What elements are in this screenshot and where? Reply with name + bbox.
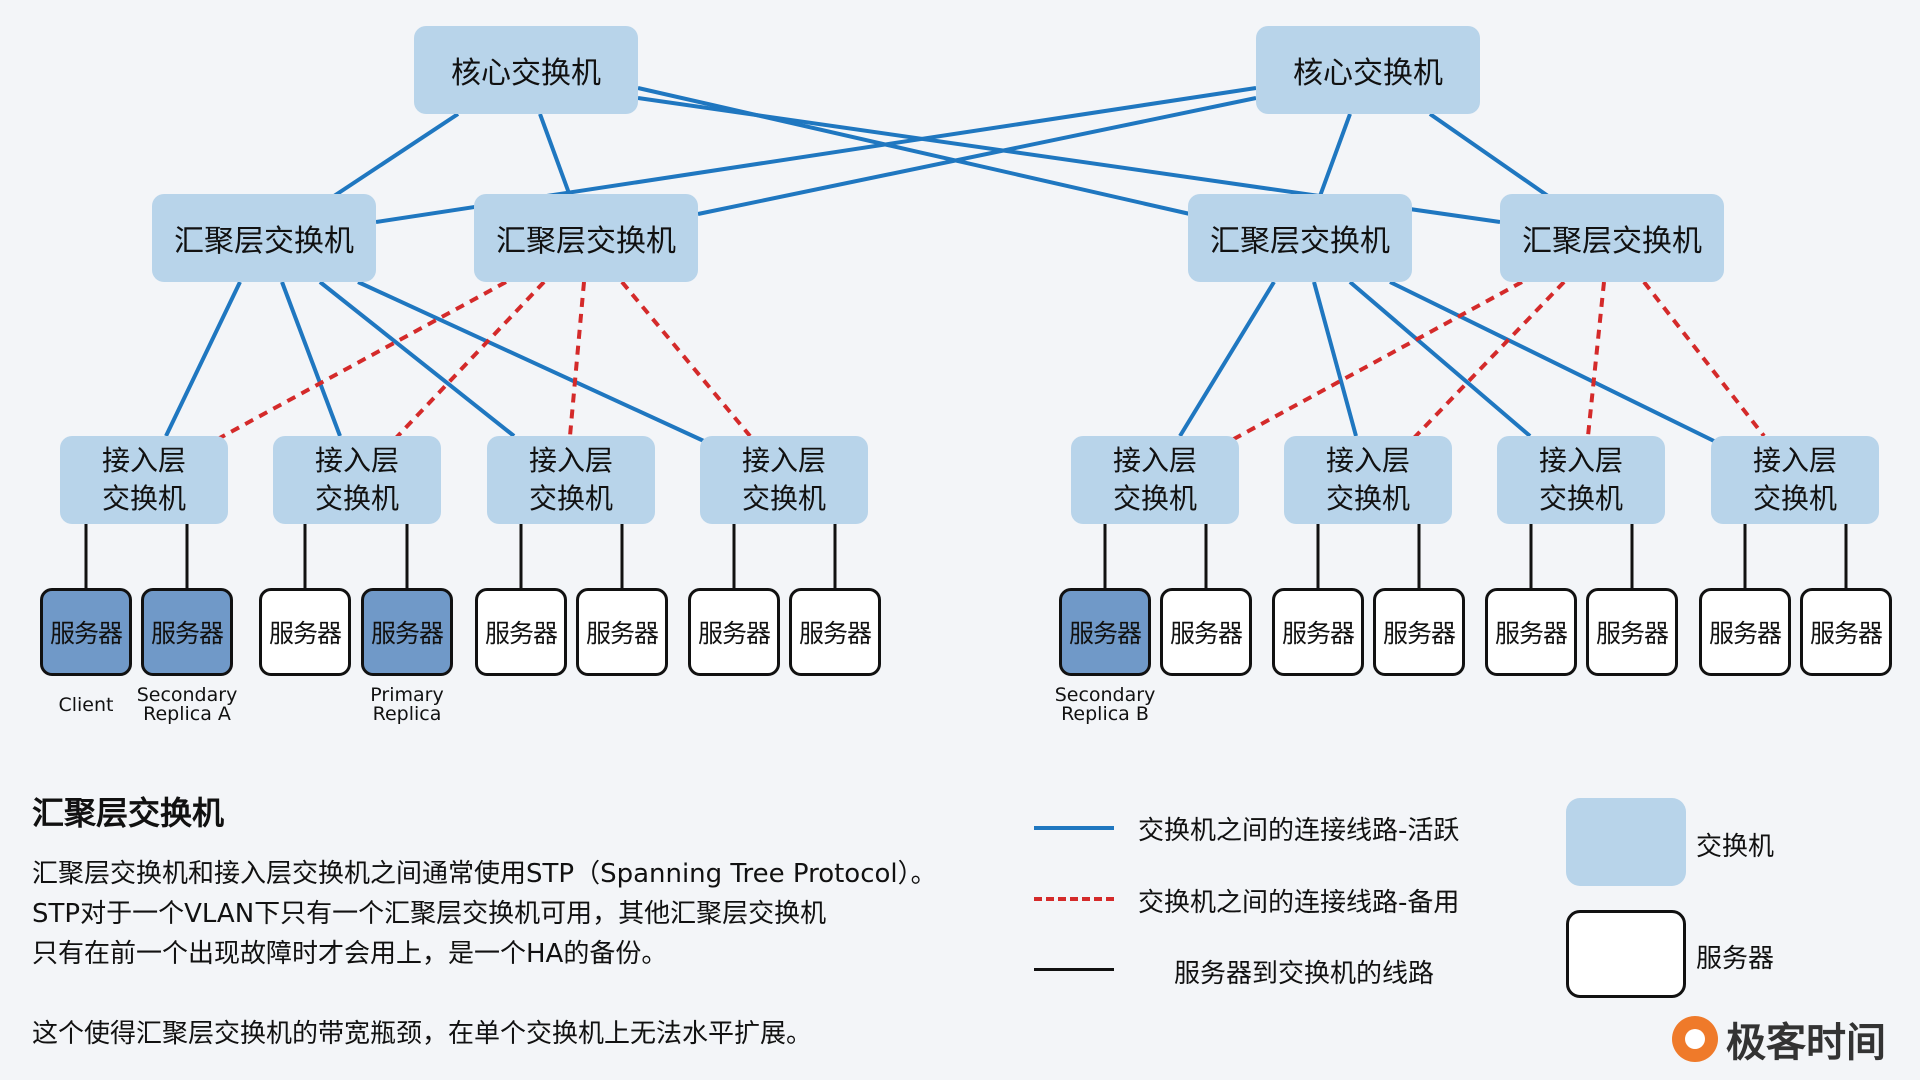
access-switch-2: 接入层交换机 (273, 436, 441, 524)
link-agg1-acc4 (357, 280, 707, 444)
server-7: 服务器 (688, 588, 780, 676)
server-16: 服务器 (1800, 588, 1892, 676)
link-agg3-acc5 (1178, 280, 1276, 438)
standby-agg2-acc1 (215, 280, 507, 442)
label-client: Client (58, 694, 114, 716)
server-13: 服务器 (1485, 588, 1577, 676)
server-3: 服务器 (259, 588, 351, 676)
server-10: 服务器 (1160, 588, 1252, 676)
link-core2-agg3 (1318, 113, 1352, 197)
legend-active-line (1034, 826, 1114, 830)
logo-mark-icon (1672, 1016, 1718, 1062)
legend-standby-text: 交换机之间的连接线路-备用 (1138, 888, 1460, 918)
legend-switch-text: 交换机 (1696, 832, 1775, 862)
access-switch-7: 接入层交换机 (1497, 436, 1665, 524)
server-client: 服务器 (40, 588, 132, 676)
standby-agg4-acc7 (1586, 281, 1606, 437)
standby-agg2-acc4 (620, 280, 752, 438)
link-agg3-acc6 (1312, 281, 1358, 437)
agg-access-standby-links (215, 280, 1766, 442)
server-6: 服务器 (576, 588, 668, 676)
description-line-4: 这个使得汇聚层交换机的带宽瓶颈，在单个交换机上无法水平扩展。 (32, 1019, 813, 1049)
legend-server-box (1566, 910, 1686, 998)
server-5: 服务器 (475, 588, 567, 676)
description-line-3: 只有在前一个出现故障时才会用上，是一个HA的备份。 (32, 939, 668, 969)
server-12: 服务器 (1373, 588, 1465, 676)
link-agg3-acc8 (1389, 280, 1717, 444)
standby-agg4-acc8 (1642, 280, 1766, 438)
access-switch-8: 接入层交换机 (1711, 436, 1879, 524)
description-block: 汇聚层交换机 汇聚层交换机和接入层交换机之间通常使用STP（Spanning T… (32, 788, 1022, 1054)
access-switch-4: 接入层交换机 (700, 436, 868, 524)
legend-switch-box (1566, 798, 1686, 886)
legend-standby-line (1034, 897, 1114, 901)
core-switch-1: 核心交换机 (414, 26, 638, 114)
server-15: 服务器 (1699, 588, 1791, 676)
logo-text: 极客时间 (1726, 1020, 1886, 1066)
legend-server-text: 服务器 (1696, 944, 1775, 974)
access-switch-1: 接入层交换机 (60, 436, 228, 524)
server-11: 服务器 (1272, 588, 1364, 676)
server-secondary-b: 服务器 (1059, 588, 1151, 676)
link-core1-agg1 (332, 112, 460, 198)
link-agg1-acc2 (280, 281, 342, 437)
access-switch-5: 接入层交换机 (1071, 436, 1239, 524)
server-8: 服务器 (789, 588, 881, 676)
link-agg1-acc1 (164, 281, 242, 437)
agg-switch-4: 汇聚层交换机 (1500, 194, 1724, 282)
link-core1-agg2 (538, 113, 572, 197)
link-agg3-acc7 (1348, 280, 1532, 438)
access-switch-3: 接入层交换机 (487, 436, 655, 524)
link-core2-agg2 (697, 96, 1257, 216)
core-switch-2: 核心交换机 (1256, 26, 1480, 114)
standby-agg4-acc6 (1410, 280, 1566, 442)
agg-switch-2: 汇聚层交换机 (474, 194, 698, 282)
legend-server-link-text: 服务器到交换机的线路 (1174, 959, 1435, 989)
server-14: 服务器 (1586, 588, 1678, 676)
server-primary: 服务器 (361, 588, 453, 676)
link-core2-agg4 (1428, 112, 1550, 198)
link-agg1-acc3 (318, 280, 516, 438)
access-switch-6: 接入层交换机 (1284, 436, 1452, 524)
agg-access-active-links (164, 280, 1717, 444)
standby-agg4-acc5 (1231, 280, 1523, 442)
agg-switch-1: 汇聚层交换机 (152, 194, 376, 282)
geektime-logo: 极客时间 (1672, 1010, 1886, 1068)
description-line-2: STP对于一个VLAN下只有一个汇聚层交换机可用，其他汇聚层交换机 (32, 899, 827, 929)
link-core1-agg3 (637, 86, 1191, 216)
agg-switch-3: 汇聚层交换机 (1188, 194, 1412, 282)
standby-agg2-acc2 (392, 280, 546, 442)
server-links (84, 524, 1848, 588)
description-line-1: 汇聚层交换机和接入层交换机之间通常使用STP（Spanning Tree Pro… (32, 859, 937, 889)
legend-server-line (1034, 968, 1114, 971)
legend-active-text: 交换机之间的连接线路-活跃 (1138, 816, 1460, 846)
server-secondary-a: 服务器 (141, 588, 233, 676)
description-title: 汇聚层交换机 (32, 794, 225, 832)
standby-agg2-acc3 (568, 281, 586, 437)
